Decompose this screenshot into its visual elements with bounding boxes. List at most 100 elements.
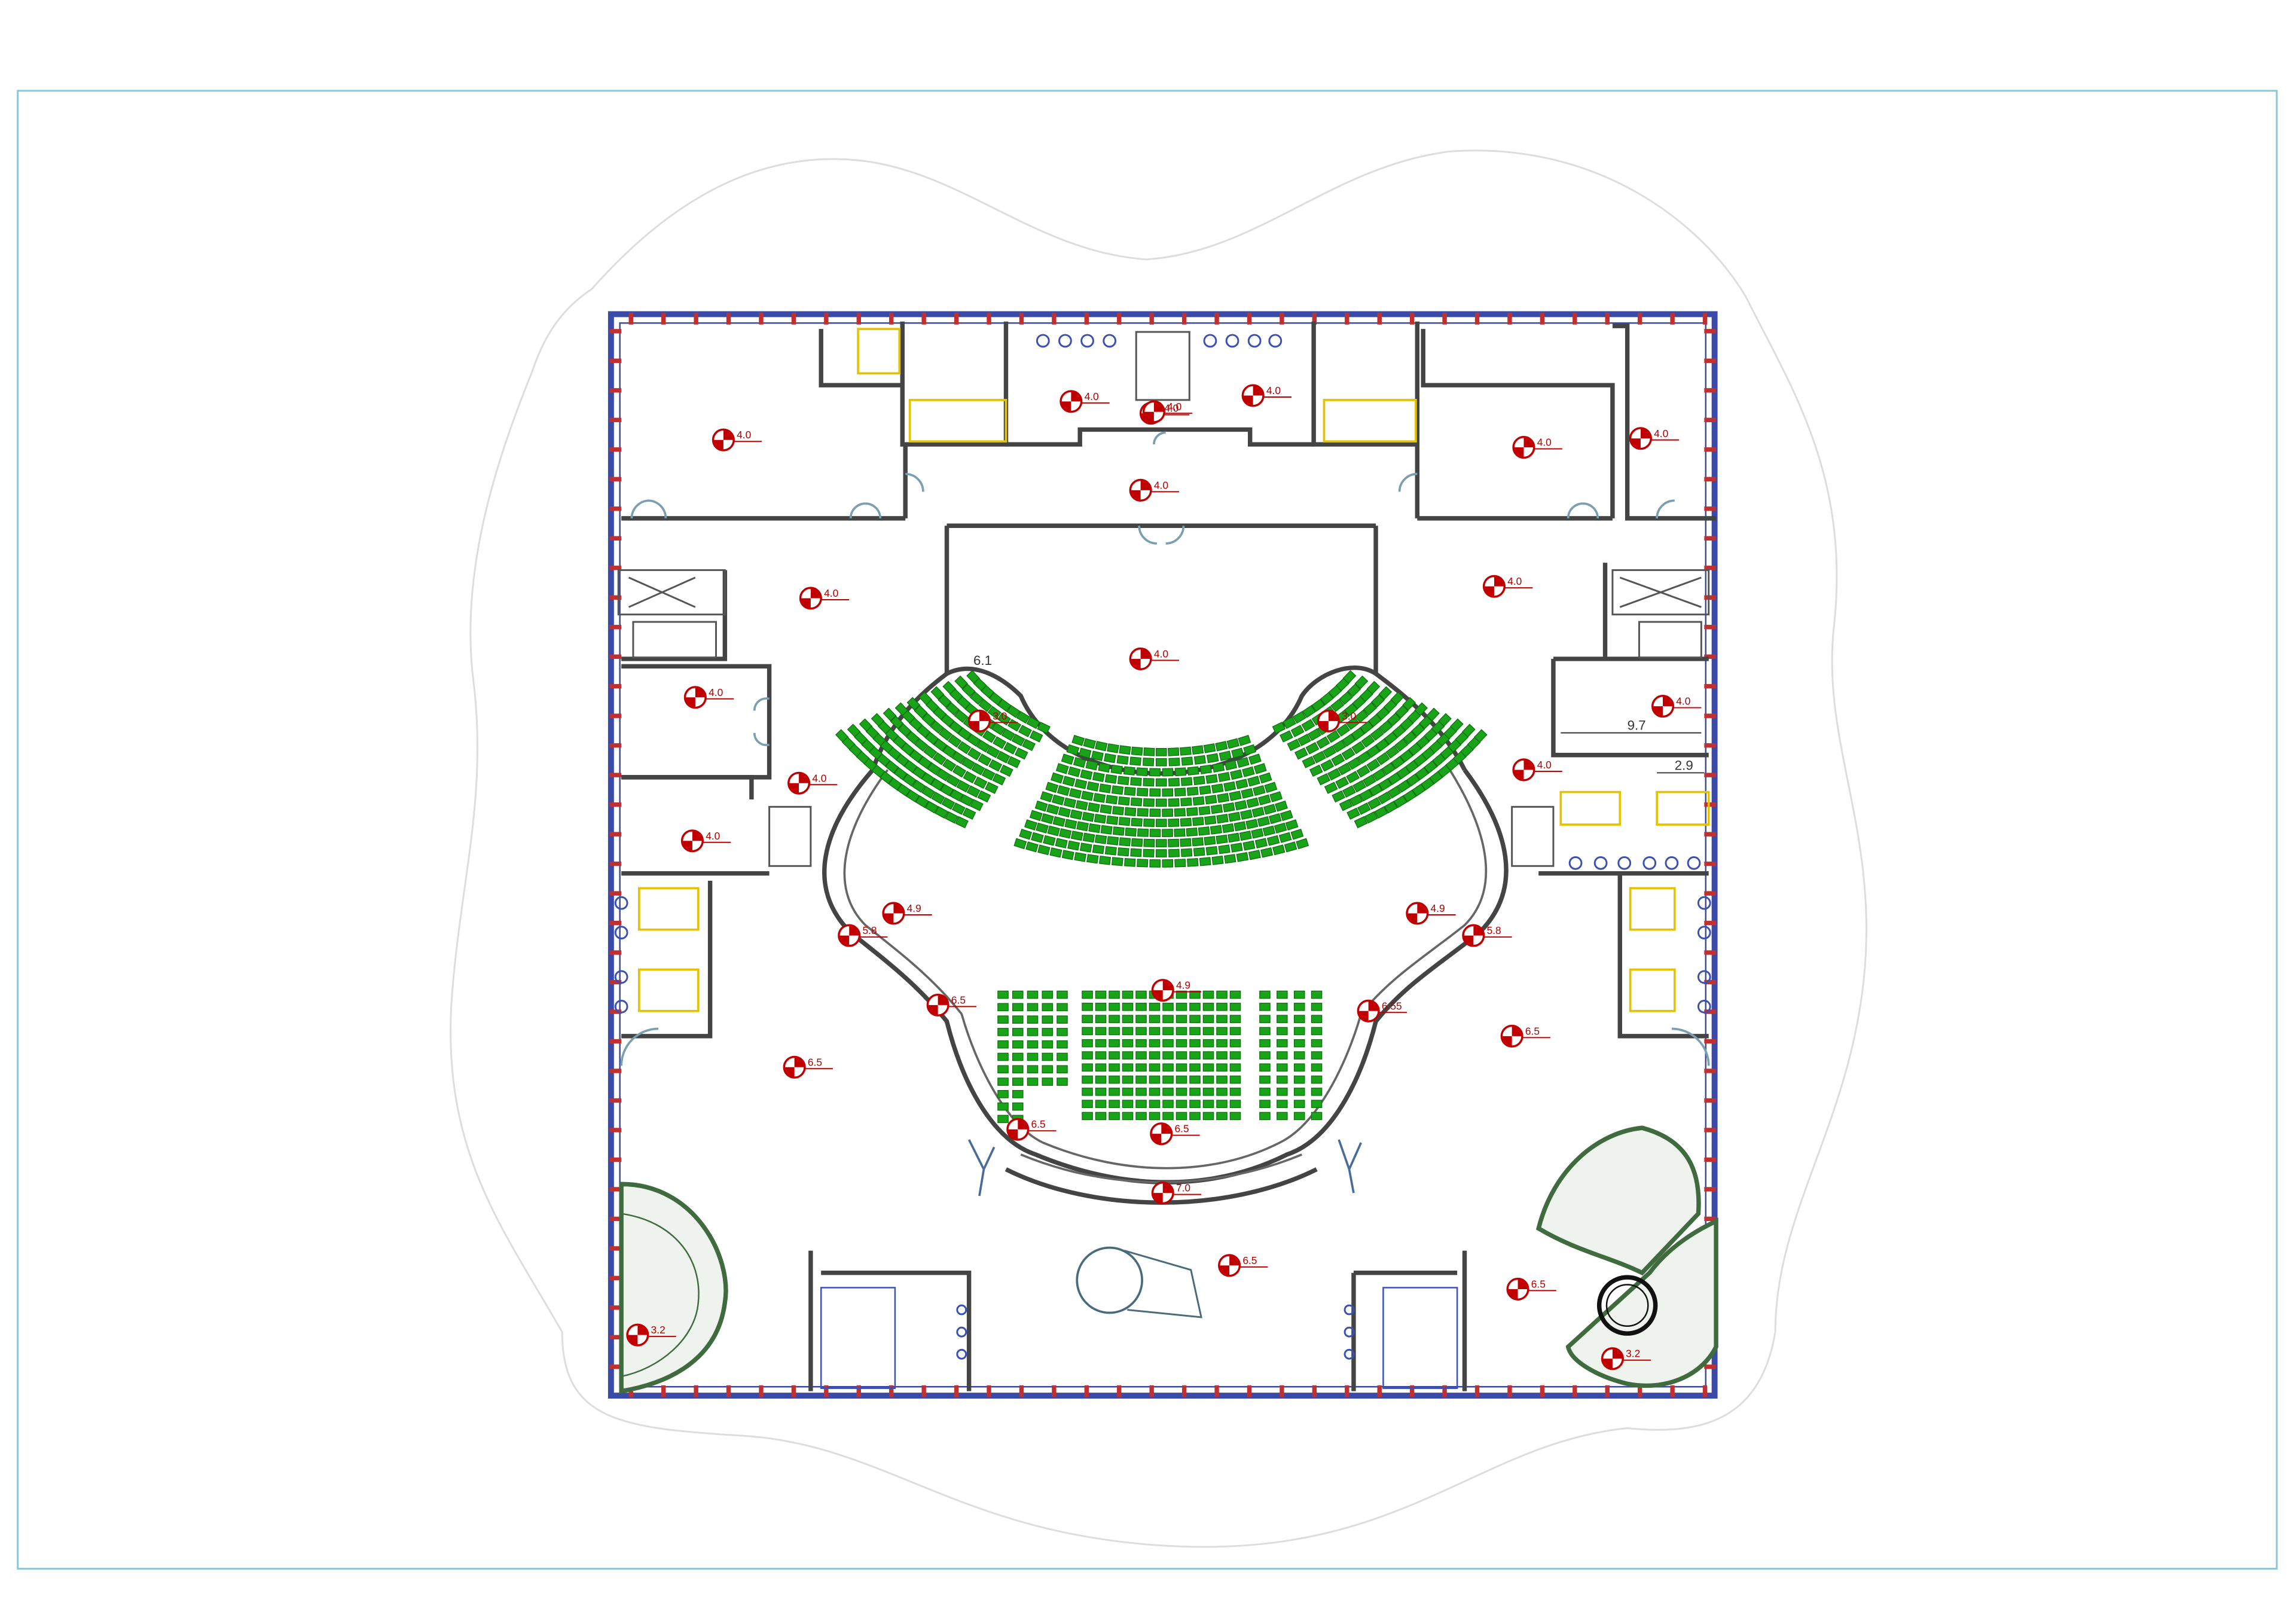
structural-column [1442, 312, 1447, 325]
auditorium-seat [1309, 764, 1323, 777]
auditorium-seat [1027, 1077, 1039, 1086]
auditorium-seat [914, 705, 928, 719]
structural-column [694, 1385, 698, 1397]
auditorium-seat [1057, 1065, 1068, 1074]
auditorium-seat [1391, 756, 1405, 770]
auditorium-seat [1110, 764, 1123, 774]
auditorium-seat [1027, 1065, 1039, 1074]
auditorium-seat [1176, 1112, 1187, 1121]
auditorium-seat [1374, 806, 1388, 819]
level-label: 3.0 [993, 710, 1007, 722]
level-label: 6.55 [1382, 1000, 1402, 1012]
auditorium-seat [1357, 802, 1371, 815]
auditorium-seat [1006, 705, 1021, 718]
structural-column [1670, 312, 1675, 325]
auditorium-seat [1293, 1051, 1305, 1060]
auditorium-seat [1027, 1052, 1039, 1061]
structural-column [1704, 1157, 1717, 1162]
auditorium-seat [1199, 764, 1212, 774]
structural-column [856, 1385, 861, 1397]
auditorium-seat [1189, 1015, 1201, 1023]
structural-column [609, 1009, 622, 1014]
structural-column [609, 1275, 622, 1281]
auditorium-seat [945, 702, 960, 716]
auditorium-seat [1088, 823, 1101, 834]
level-label: 4.0 [1164, 402, 1178, 414]
auditorium-seat [1037, 722, 1051, 734]
auditorium-seat [1135, 1003, 1147, 1011]
auditorium-seat [1058, 807, 1071, 818]
structural-column [609, 950, 622, 955]
auditorium-seat [1259, 1088, 1271, 1096]
structural-column [1507, 1385, 1512, 1397]
auditorium-seat [1088, 802, 1100, 813]
structural-columns [609, 312, 1717, 1397]
structural-column [824, 312, 829, 325]
auditorium-seat [942, 744, 957, 758]
auditorium-seat [1155, 798, 1167, 807]
level-label: 4.0 [1507, 575, 1522, 587]
auditorium-seat [954, 675, 968, 689]
restroom-fixtures [614, 328, 1711, 1389]
auditorium-seat [1280, 810, 1293, 822]
auditorium-seat [1180, 777, 1193, 786]
auditorium-seat [1311, 1088, 1323, 1096]
structural-column [889, 1385, 894, 1397]
structural-column [661, 1385, 666, 1397]
level-label: 4.0 [709, 686, 723, 698]
auditorium-seat [1216, 990, 1228, 999]
auditorium-seat [955, 816, 969, 829]
level-marker: 4.0 [712, 428, 762, 451]
auditorium-seat [1112, 805, 1125, 816]
auditorium-seat [877, 753, 891, 767]
auditorium-seat [1095, 1100, 1107, 1108]
auditorium-seat [1216, 1051, 1228, 1060]
level-label: 3.2 [1626, 1348, 1640, 1360]
structural-column [1052, 312, 1057, 325]
auditorium-seat [1272, 722, 1286, 734]
structural-column [1409, 1385, 1415, 1397]
auditorium-seat [1287, 738, 1301, 752]
auditorium-seat [1162, 1088, 1174, 1096]
structural-column [1704, 477, 1717, 482]
auditorium-seat [1293, 1100, 1305, 1108]
auditorium-seat [1248, 753, 1262, 765]
auditorium-seat [1013, 838, 1027, 850]
auditorium-seat [1012, 1040, 1024, 1049]
auditorium-seat [1339, 799, 1353, 811]
structural-column [1442, 1385, 1447, 1397]
structural-column [1637, 312, 1642, 325]
auditorium-seat [900, 742, 915, 756]
auditorium-seat [1104, 845, 1117, 856]
auditorium-seat [1243, 744, 1257, 756]
auditorium-seat [1414, 702, 1428, 716]
auditorium-seat [1143, 758, 1155, 767]
auditorium-seat [1293, 1063, 1305, 1072]
auditorium-seat [1057, 990, 1068, 999]
auditorium-seat [1253, 785, 1266, 796]
auditorium-seat [890, 715, 904, 729]
level-label: 6.5 [951, 994, 966, 1006]
auditorium-seat [1411, 723, 1425, 737]
auditorium-seat [1135, 1088, 1147, 1096]
auditorium-seat [1162, 1003, 1174, 1011]
auditorium-seat [1229, 1075, 1241, 1084]
auditorium-seat [1042, 1065, 1054, 1074]
auditorium-seat [1259, 772, 1272, 784]
auditorium-seat [948, 734, 962, 748]
auditorium-seat [1257, 816, 1270, 827]
level-label: 4.0 [824, 587, 838, 599]
auditorium-seat [1375, 738, 1390, 752]
level-marker: 3.2 [626, 1323, 676, 1347]
auditorium-seat [1095, 1063, 1107, 1072]
structural-column [609, 802, 622, 807]
auditorium-seat [1236, 852, 1249, 862]
level-label: 4.9 [1176, 979, 1190, 991]
structural-column [1573, 1385, 1577, 1397]
auditorium-seat [1034, 800, 1048, 812]
auditorium-seat [997, 1115, 1009, 1124]
auditorium-seat [1369, 783, 1383, 796]
auditorium-seat [1248, 850, 1261, 860]
auditorium-seat [933, 738, 948, 752]
auditorium-seat [1122, 1100, 1134, 1108]
